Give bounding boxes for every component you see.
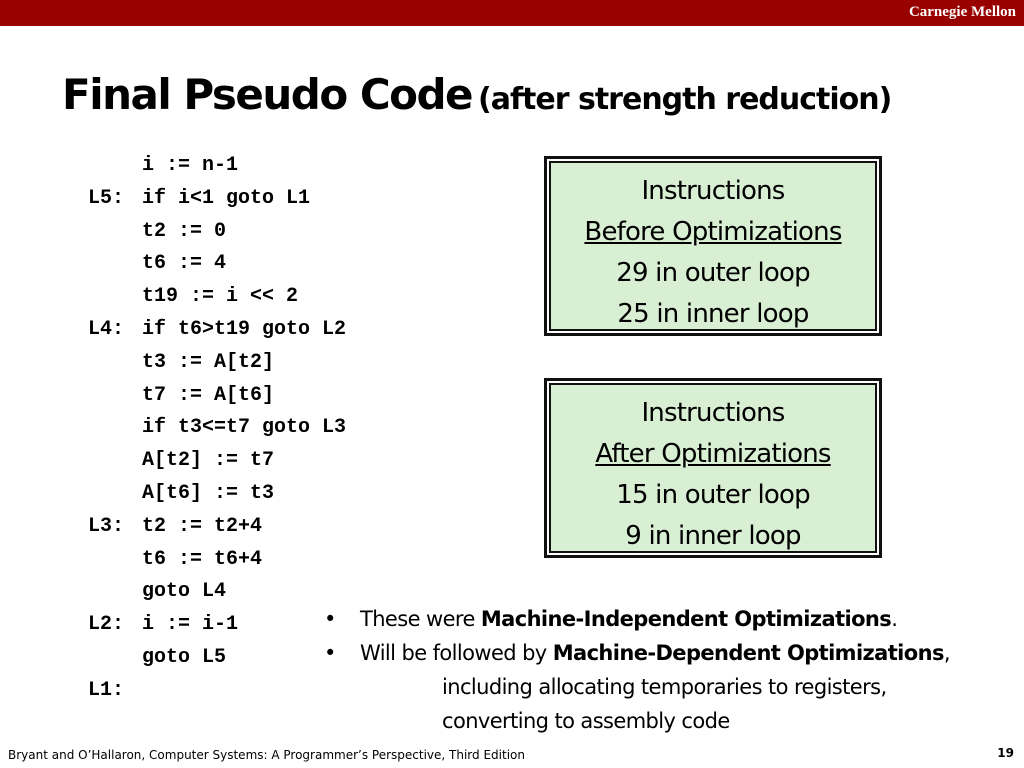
code-line: if t3<=t7 goto L3 xyxy=(142,416,347,440)
bullet-continuation: including allocating temporaries to regi… xyxy=(442,675,887,699)
outer-loop-count: 15 in outer loop xyxy=(616,480,810,510)
after-optimizations-box: Instructions After Optimizations 15 in o… xyxy=(544,378,882,558)
footer-citation: Bryant and O’Hallaron, Computer Systems:… xyxy=(8,748,525,762)
code-line: t6 := t6+4 xyxy=(142,547,263,571)
bullet-icon: • xyxy=(324,607,336,631)
code-line: A[t2] := t7 xyxy=(142,449,275,473)
pseudo-code-block: i := n-1 L5:if i<1 goto L1 t2 := 0 t6 :=… xyxy=(88,150,346,708)
code-line: A[t6] := t3 xyxy=(142,481,275,505)
code-line: t2 := 0 xyxy=(142,219,227,243)
title-main: Final Pseudo Code xyxy=(62,70,474,119)
bullet-item: • Will be followed by Machine-Dependent … xyxy=(324,636,1020,670)
code-line: t6 := 4 xyxy=(142,252,227,276)
inner-loop-count: 25 in inner loop xyxy=(617,299,809,329)
before-optimizations-box: Instructions Before Optimizations 29 in … xyxy=(544,156,882,336)
box-subheading: After Optimizations xyxy=(595,439,831,469)
code-line: goto L5 xyxy=(142,645,227,669)
page-number: 19 xyxy=(997,746,1014,760)
university-brand: Carnegie Mellon xyxy=(908,4,1016,20)
code-line: t7 := A[t6] xyxy=(142,383,275,407)
bullet-icon: • xyxy=(324,641,336,665)
outer-loop-count: 29 in outer loop xyxy=(616,258,810,288)
code-line: L5:if i<1 goto L1 xyxy=(88,186,311,210)
code-line: t19 := i << 2 xyxy=(142,285,299,309)
bullet-item: • These were Machine-Independent Optimiz… xyxy=(324,602,1020,636)
code-line: i := n-1 xyxy=(142,154,239,177)
box-heading: Instructions xyxy=(641,398,785,428)
box-heading: Instructions xyxy=(641,176,785,206)
code-line: L1: xyxy=(88,678,125,702)
slide-title: Final Pseudo Code(after strength reducti… xyxy=(62,70,892,119)
bullet-continuation: converting to assembly code xyxy=(442,709,730,733)
title-subtitle: (after strength reduction) xyxy=(478,82,892,117)
header-bar: Carnegie Mellon xyxy=(0,0,1024,26)
bullet-list: • These were Machine-Independent Optimiz… xyxy=(324,602,1020,738)
code-line: t3 := A[t2] xyxy=(142,350,275,374)
code-line: L2:i := i-1 xyxy=(88,613,239,637)
code-line: L4:if t6>t19 goto L2 xyxy=(88,317,347,341)
box-subheading: Before Optimizations xyxy=(584,217,842,247)
code-line: goto L4 xyxy=(142,580,227,604)
code-line: L3:t2 := t2+4 xyxy=(88,514,263,538)
inner-loop-count: 9 in inner loop xyxy=(625,521,801,551)
